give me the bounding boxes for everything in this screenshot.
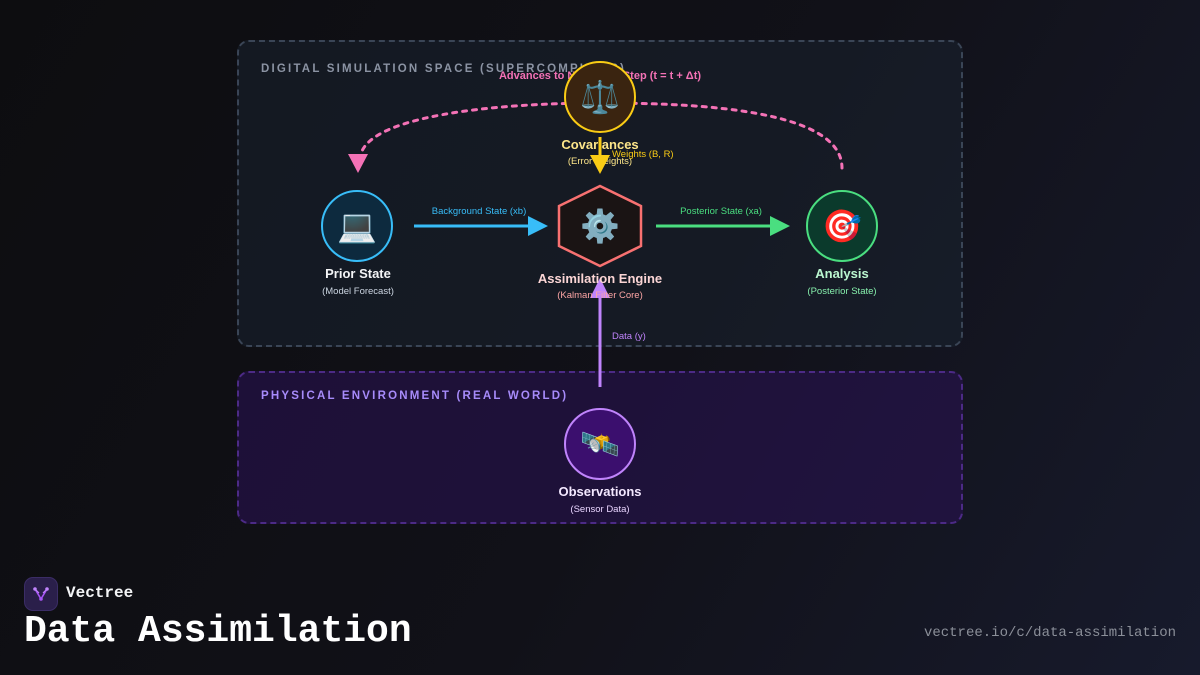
observations-subtitle: (Sensor Data) (570, 504, 630, 515)
prior-state-subtitle: (Model Forecast) (322, 286, 394, 297)
brand-name: Vectree (66, 584, 134, 602)
prior-state-title: Prior State (325, 266, 391, 281)
physical-environment-panel: PHYSICAL ENVIRONMENT (REAL WORLD) (237, 371, 963, 524)
analysis-title: Analysis (815, 266, 869, 281)
observations-title: Observations (558, 484, 642, 499)
analysis-subtitle: (Posterior State) (807, 286, 877, 297)
vectree-logo-icon (33, 587, 49, 601)
laptop-icon: 💻 (337, 208, 377, 244)
assimilation-engine-node[interactable]: ⚙️ (564, 190, 636, 262)
target-icon: 🎯 (822, 208, 862, 244)
page-title: Data Assimilation (24, 610, 412, 653)
gear-icon: ⚙️ (580, 208, 620, 244)
observations-node[interactable]: 🛰️ (564, 408, 636, 480)
assimilation-engine-title: Assimilation Engine (537, 271, 663, 286)
page-url[interactable]: vectree.io/c/data-assimilation (923, 625, 1176, 641)
scales-icon: ⚖️ (580, 79, 620, 115)
physical-panel-label: PHYSICAL ENVIRONMENT (REAL WORLD) (261, 390, 569, 402)
covariances-subtitle: (Error Weights) (567, 156, 633, 167)
digital-panel-label: DIGITAL SIMULATION SPACE (SUPERCOMPUTER) (261, 63, 627, 75)
assimilation-engine-subtitle: (Kalman Filter Core) (557, 290, 643, 301)
covariances-title: Covariances (561, 137, 639, 152)
prior-state-node[interactable]: 💻 (321, 190, 393, 262)
analysis-node[interactable]: 🎯 (806, 190, 878, 262)
brand-logo (24, 577, 58, 611)
covariances-node[interactable]: ⚖️ (564, 61, 636, 133)
satellite-icon: 🛰️ (580, 426, 620, 462)
